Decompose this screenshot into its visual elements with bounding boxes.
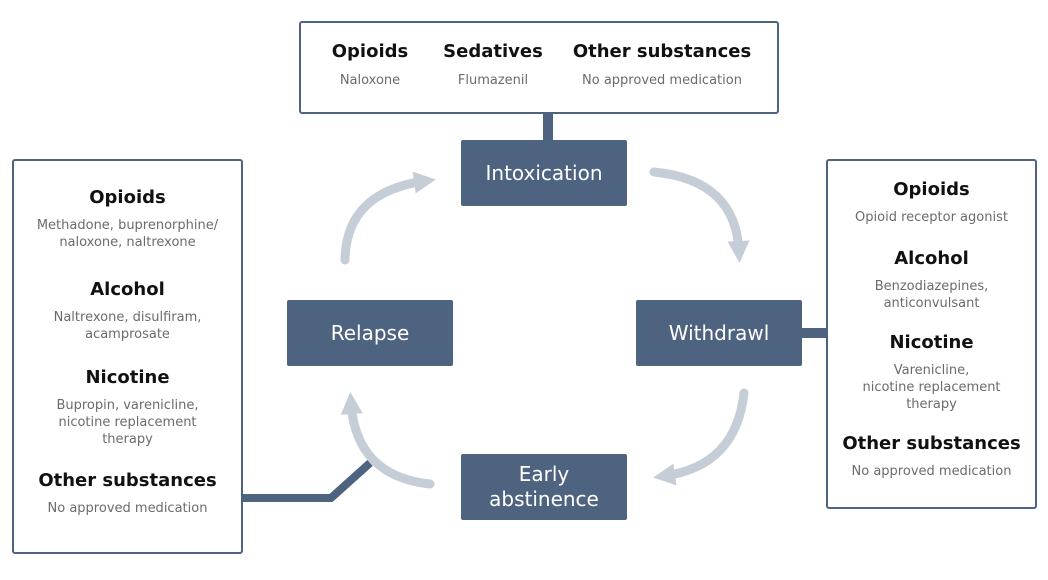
- section-alcohol: Alcohol Benzodiazepines, anticonvulsant: [828, 248, 1035, 312]
- section-nicotine: Nicotine Varenicline, nicotine replaceme…: [828, 332, 1035, 413]
- section-text: Benzodiazepines, anticonvulsant: [874, 279, 989, 311]
- stage-early-abstinence: Early abstinence: [461, 454, 627, 520]
- section-other-substances: Other substances No approved medication: [828, 433, 1035, 480]
- section-title: Sedatives: [443, 41, 543, 62]
- section-opioids: Opioids Naloxone: [301, 41, 439, 112]
- section-title: Alcohol: [894, 248, 969, 269]
- section-title: Other substances: [38, 470, 217, 491]
- section-opioids: Opioids Methadone, buprenorphine/ naloxo…: [14, 187, 241, 251]
- panel-intoxication-treatments: Opioids Naloxone Sedatives Flumazenil Ot…: [299, 21, 779, 114]
- section-text: Flumazenil: [457, 73, 529, 88]
- section-other-substances: Other substances No approved medication: [14, 470, 241, 517]
- section-text: Naltrexone, disulfiram, acamprosate: [53, 310, 202, 342]
- arrow-relapse-to-intoxication: [340, 171, 436, 265]
- section-title: Alcohol: [90, 279, 165, 300]
- section-title: Opioids: [331, 41, 409, 62]
- connector-left-panel: [243, 460, 373, 502]
- arrow-intoxication-to-withdrawl: [649, 167, 750, 263]
- arrow-withdrawl-to-early-abstinence: [653, 388, 749, 486]
- section-text: Methadone, buprenorphine/ naloxone, nalt…: [36, 218, 219, 250]
- stage-intoxication: Intoxication: [461, 140, 627, 206]
- panel-relapse-treatments: Opioids Methadone, buprenorphine/ naloxo…: [12, 159, 243, 554]
- section-text: Varenicline, nicotine replacement therap…: [862, 363, 1001, 412]
- section-nicotine: Nicotine Bupropin, varenicline, nicotine…: [14, 367, 241, 448]
- section-text: Naloxone: [339, 73, 401, 88]
- section-title: Opioids: [893, 179, 970, 200]
- section-other-substances: Other substances No approved medication: [547, 41, 777, 112]
- section-text: No approved medication: [47, 501, 208, 516]
- section-title: Opioids: [89, 187, 166, 208]
- section-sedatives: Sedatives Flumazenil: [439, 41, 547, 112]
- section-title: Other substances: [842, 433, 1021, 454]
- section-opioids: Opioids Opioid receptor agonist: [828, 179, 1035, 226]
- panel-withdrawl-treatments: Opioids Opioid receptor agonist Alcohol …: [826, 159, 1037, 509]
- section-text: No approved medication: [582, 73, 742, 88]
- section-text: No approved medication: [851, 464, 1012, 479]
- stage-relapse: Relapse: [287, 300, 453, 366]
- section-title: Other substances: [572, 41, 752, 62]
- arrow-early-abstinence-to-relapse: [340, 392, 435, 489]
- section-title: Nicotine: [85, 367, 170, 388]
- stage-withdrawl: Withdrawl: [636, 300, 802, 366]
- section-alcohol: Alcohol Naltrexone, disulfiram, acampros…: [14, 279, 241, 343]
- section-text: Bupropin, varenicline, nicotine replacem…: [56, 398, 199, 447]
- section-title: Nicotine: [889, 332, 974, 353]
- section-text: Opioid receptor agonist: [855, 210, 1008, 225]
